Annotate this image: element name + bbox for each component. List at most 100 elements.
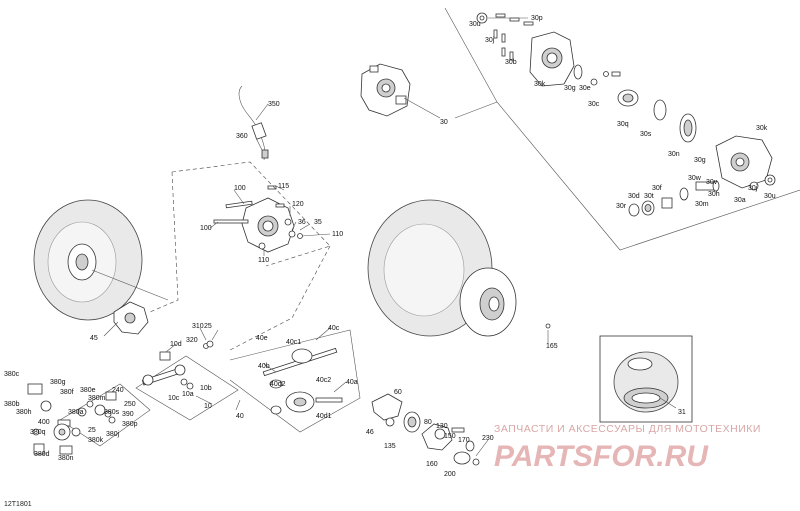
- callout-200: 200: [444, 471, 456, 478]
- left-tire: [33, 199, 169, 321]
- callout-100a: 100: [234, 185, 246, 192]
- callout-380b: 380b: [4, 401, 20, 408]
- shaft-joint-380: [27, 383, 151, 455]
- callout-40a: 40a: [346, 379, 358, 386]
- callout-320: 320: [186, 337, 198, 344]
- callout-380p: 380p: [122, 421, 138, 428]
- callout-10d: 10d: [170, 341, 182, 348]
- callout-380j: 380j: [106, 431, 120, 438]
- drive-shaft-40: [229, 329, 361, 433]
- callout-30b: 30b: [505, 59, 517, 66]
- assembly-dashed-guides: [149, 161, 331, 351]
- callout-40c2: 40c2: [316, 377, 331, 384]
- callout-170: 170: [458, 437, 470, 444]
- callout-310: 310: [192, 323, 204, 330]
- leader-lines: [103, 17, 677, 457]
- callout-380e: 380e: [80, 387, 96, 394]
- callout-labels: 30p 30u 30j 30b 30k 30g 30e 30c 30q 30s …: [4, 15, 776, 478]
- callout-380c: 380c: [4, 371, 20, 378]
- callout-40e: 40e: [256, 335, 268, 342]
- callout-120: 120: [292, 201, 304, 208]
- differential-exploded-parts: [476, 12, 776, 217]
- callout-30g-b: 30g: [694, 157, 706, 164]
- right-tire: [367, 199, 517, 337]
- callout-25b: 25: [88, 427, 96, 434]
- callout-25a: 25: [204, 323, 212, 330]
- callout-380s: 380s: [104, 409, 120, 416]
- drive-shaft-10: [135, 340, 239, 421]
- callout-30k-top: 30k: [534, 81, 546, 88]
- diagram-code: 12T1801: [4, 501, 32, 508]
- callout-130: 130: [436, 423, 448, 430]
- callout-10: 10: [204, 403, 212, 410]
- differential-housing-30: [360, 63, 411, 117]
- callout-350: 350: [268, 101, 280, 108]
- callout-30j-b: 30j: [748, 185, 758, 192]
- callout-150: 150: [444, 433, 456, 440]
- callout-30c: 30c: [588, 101, 600, 108]
- callout-30t: 30t: [644, 193, 654, 200]
- front-differential-assembly: [213, 185, 303, 253]
- watermark-tagline: ЗАПЧАСТИ И АКСЕССУАРЫ ДЛЯ МОТОТЕХНИКИ: [494, 423, 761, 435]
- callout-36: 36: [298, 219, 306, 226]
- callout-400: 400: [38, 419, 50, 426]
- callout-40d2: 40d2: [270, 381, 286, 388]
- callout-30q: 30q: [617, 121, 629, 128]
- callout-110b: 110: [258, 257, 269, 264]
- callout-30u-top: 30u: [469, 21, 481, 28]
- callout-380m: 380m: [88, 395, 106, 402]
- callout-40: 40: [236, 413, 244, 420]
- speed-sensor-harness: [238, 85, 269, 161]
- callout-40b: 40b: [258, 363, 270, 370]
- callout-40d1: 40d1: [316, 413, 332, 420]
- callout-30w: 30w: [688, 175, 702, 182]
- callout-380n: 380n: [58, 455, 74, 462]
- callout-30k-b: 30k: [756, 125, 768, 132]
- callout-80: 80: [424, 419, 432, 426]
- callout-45: 45: [90, 335, 98, 342]
- watermark-logo: PARTSFOR.RU: [494, 440, 709, 473]
- callout-31: 31: [678, 409, 686, 416]
- callout-165: 165: [546, 343, 558, 350]
- callout-10c: 10c: [168, 395, 180, 402]
- callout-60: 60: [394, 389, 402, 396]
- callout-115: 115: [278, 183, 289, 190]
- callout-160: 160: [426, 461, 438, 468]
- callout-380q: 380q: [30, 429, 46, 436]
- left-knuckle-45: [113, 301, 149, 335]
- callout-30e: 30e: [579, 85, 591, 92]
- callout-30f: 30f: [652, 185, 662, 192]
- callout-10b: 10b: [200, 385, 212, 392]
- callout-390: 390: [122, 411, 134, 418]
- callout-30a: 30a: [734, 197, 746, 204]
- callout-135: 135: [384, 443, 396, 450]
- callout-30g-top: 30g: [564, 85, 576, 92]
- callout-30r: 30r: [616, 203, 627, 210]
- callout-30h: 30h: [708, 191, 720, 198]
- callout-46: 46: [366, 429, 374, 436]
- callout-360: 360: [236, 133, 248, 140]
- callout-380f: 380f: [60, 389, 74, 396]
- callout-380h: 380h: [16, 409, 32, 416]
- watermark: ЗАПЧАСТИ И АКСЕССУАРЫ ДЛЯ МОТОТЕХНИКИ PA…: [494, 423, 761, 473]
- callout-30m: 30m: [695, 201, 709, 208]
- callout-30j-top: 30j: [485, 37, 495, 44]
- callout-40c1: 40c1: [286, 339, 301, 346]
- callout-30v: 30v: [706, 179, 718, 186]
- hub-brake-parts: [371, 323, 551, 466]
- callout-30u-b: 30u: [764, 193, 776, 200]
- callout-380g: 380g: [50, 379, 66, 386]
- callout-110a: 110: [332, 231, 343, 238]
- callout-100b: 100: [200, 225, 212, 232]
- callout-250: 250: [124, 401, 136, 408]
- differential-group-bracket: [444, 7, 800, 251]
- callout-30p: 30p: [531, 15, 543, 22]
- callout-30s: 30s: [640, 131, 652, 138]
- callout-35: 35: [314, 219, 322, 226]
- callout-380a: 380a: [68, 409, 84, 416]
- callout-380d: 380d: [34, 451, 50, 458]
- callout-230: 230: [482, 435, 494, 442]
- tire-detail-box-31: [599, 335, 693, 423]
- callout-30: 30: [440, 119, 448, 126]
